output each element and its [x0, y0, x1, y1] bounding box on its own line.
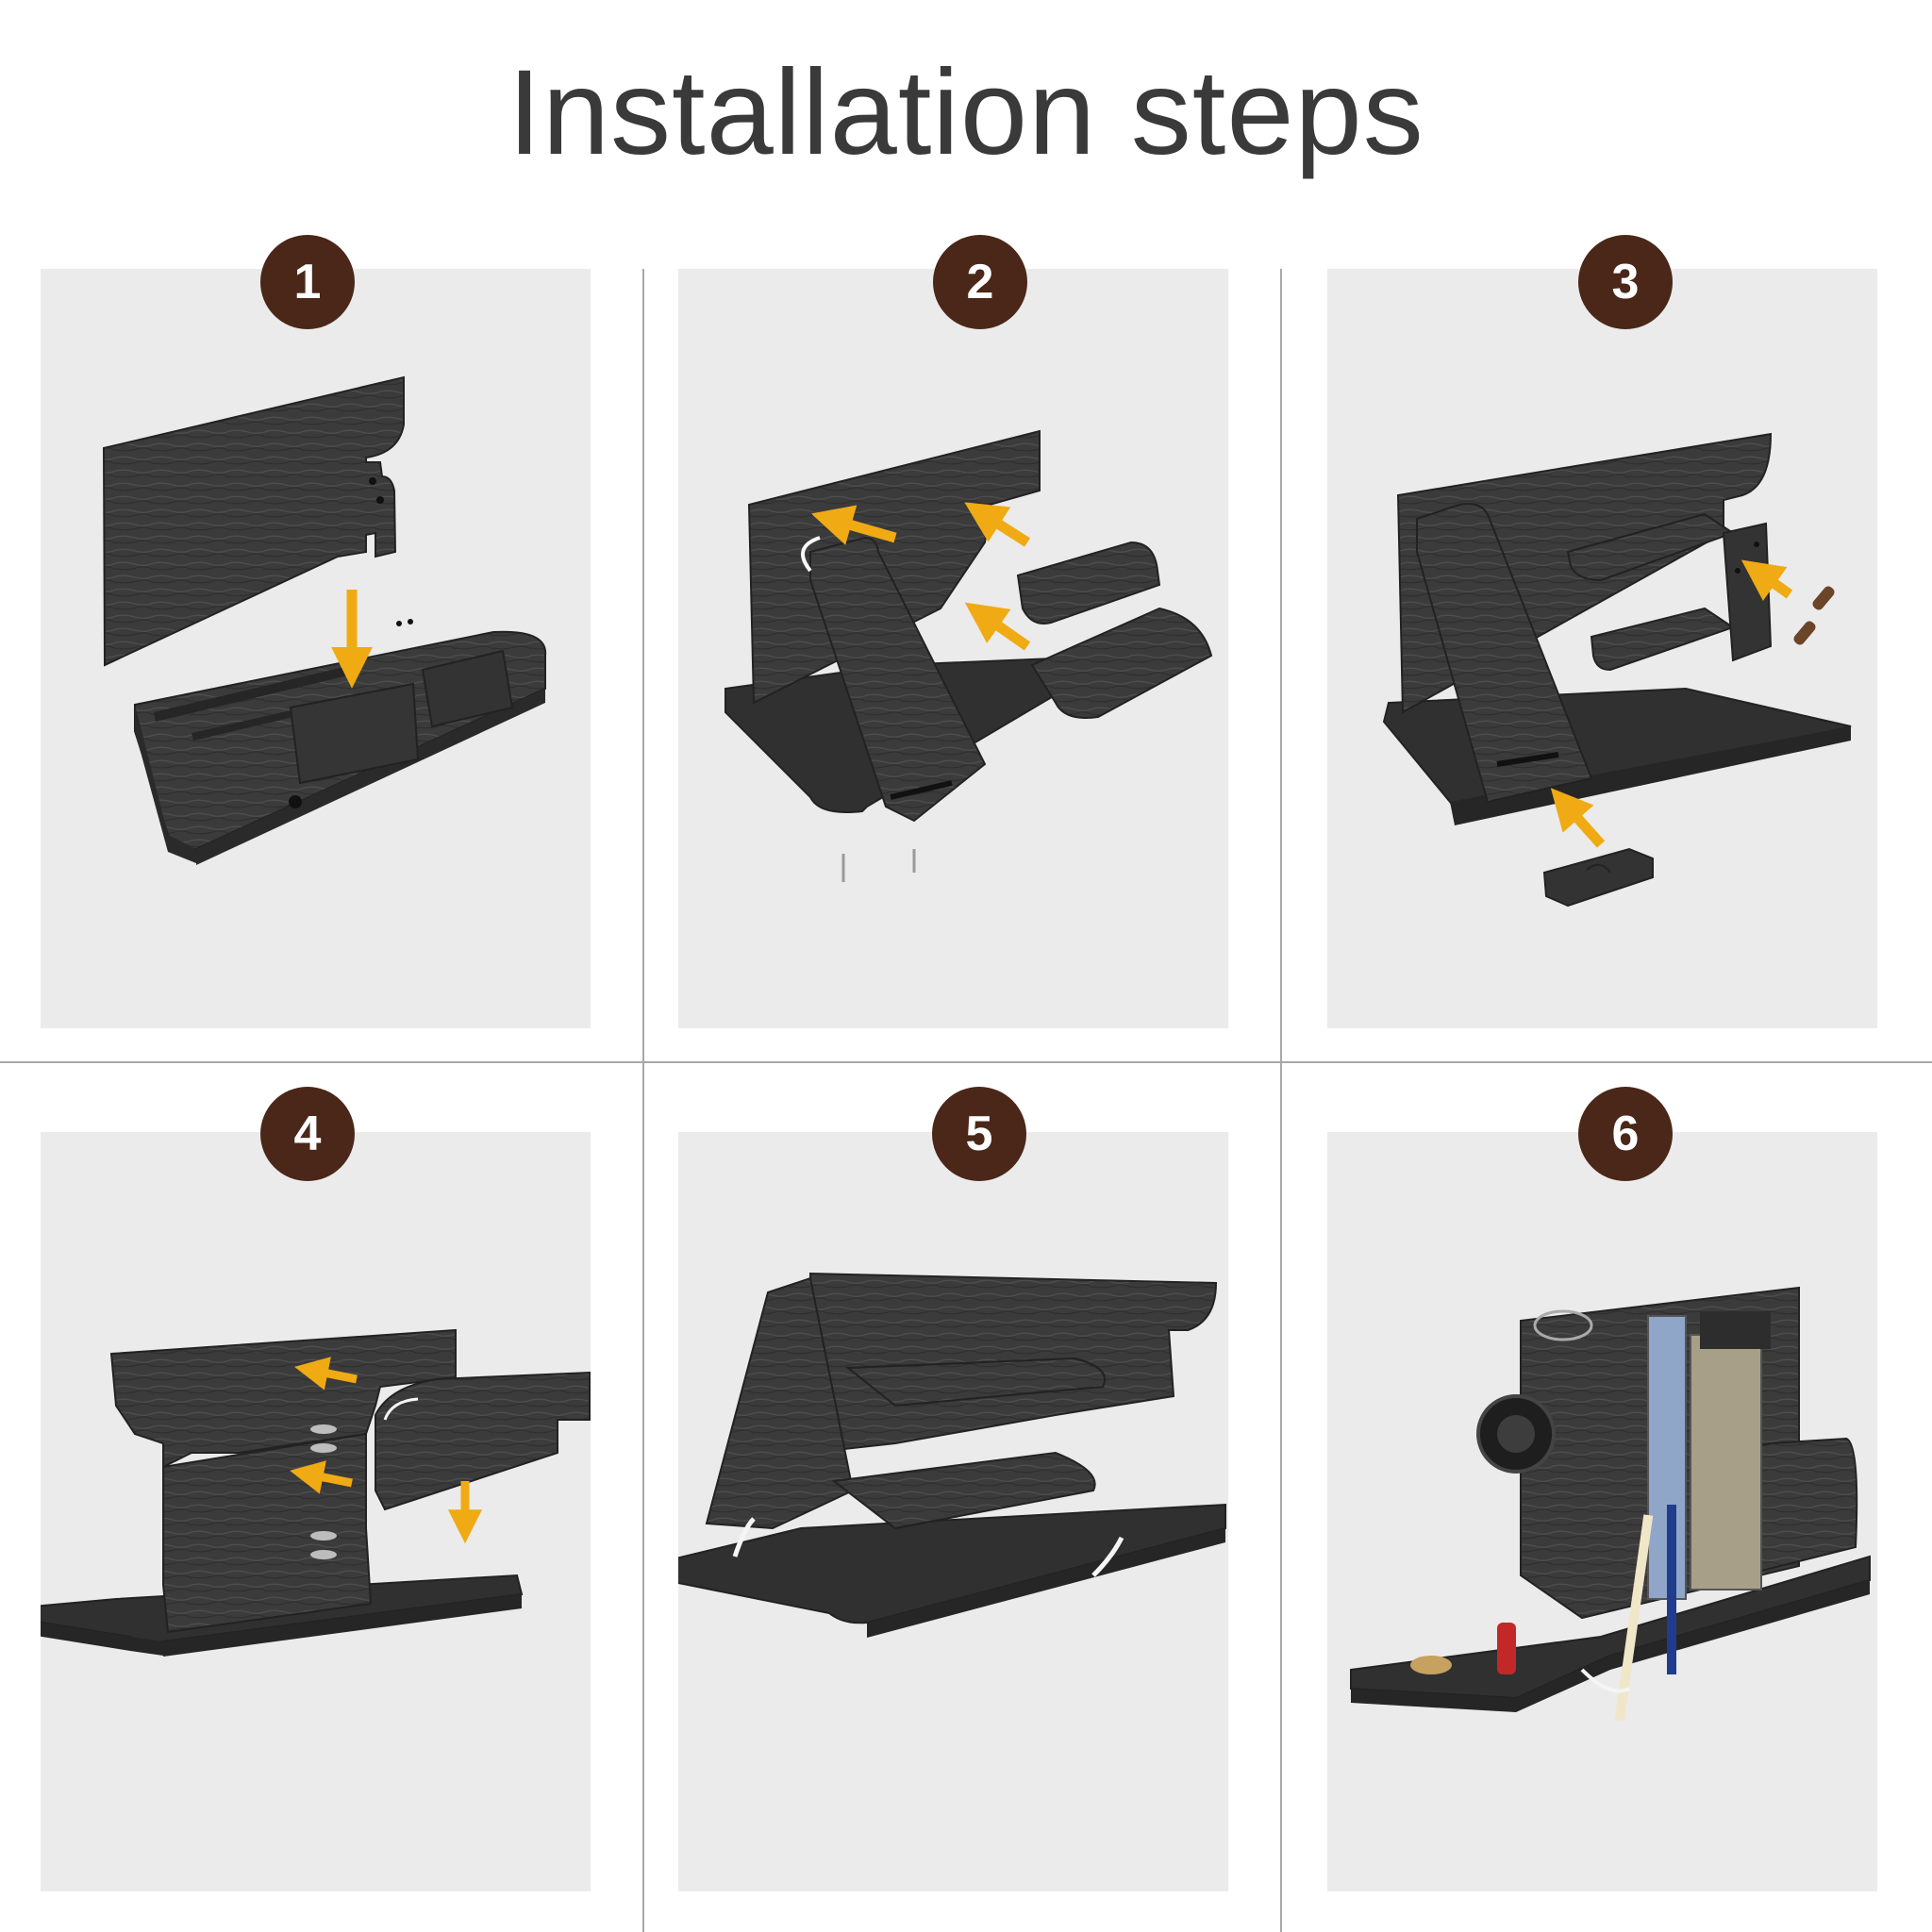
side-panel: [375, 1371, 591, 1511]
step-6-panel: [1327, 1132, 1877, 1891]
phone-stand: [705, 1276, 855, 1530]
step-4-badge: 4: [260, 1087, 355, 1181]
book-beige: [1690, 1334, 1762, 1591]
base-tray: [678, 1503, 1226, 1624]
knife-red: [1497, 1623, 1516, 1674]
phone-stand: [809, 536, 987, 823]
upper-shelf: [1016, 541, 1161, 625]
coins: [1410, 1656, 1452, 1674]
lower-shelf: [1590, 607, 1736, 672]
phone-stand: [1416, 503, 1593, 804]
column-divider-left: [642, 269, 644, 1932]
step-2-panel: [678, 269, 1228, 1028]
side-post: [1722, 522, 1773, 662]
arrow-top: [294, 1357, 358, 1391]
step-1-illustration: [102, 375, 547, 865]
step-1-badge: 1: [260, 235, 355, 329]
step-1-panel: [41, 269, 591, 1028]
backboard: [102, 375, 405, 667]
pen-blue: [1667, 1505, 1676, 1674]
glasses: [1533, 1309, 1593, 1341]
step-5-illustration: [678, 1272, 1226, 1638]
step-3-badge: 3: [1578, 235, 1673, 329]
notebook-dark: [1700, 1311, 1771, 1349]
step-2-illustration: [724, 429, 1213, 882]
cable-holder: [1542, 847, 1654, 908]
step-6-badge: 6: [1578, 1087, 1673, 1181]
step-6-illustration: [1350, 1286, 1871, 1722]
lower-shelf: [1030, 607, 1213, 719]
upper-shelf: [1566, 512, 1736, 582]
backboard: [109, 1328, 457, 1469]
wood-peg-2: [1793, 621, 1816, 645]
arrow-top-right: [964, 502, 1030, 547]
lower-shelf: [831, 1451, 1096, 1530]
step-5-badge: 5: [932, 1087, 1026, 1181]
step-2-badge: 2: [933, 235, 1027, 329]
arrow-top-left: [810, 505, 897, 545]
step-4-illustration: [41, 1328, 591, 1657]
upper-shelf: [845, 1357, 1106, 1407]
column-divider-right: [1280, 269, 1282, 1932]
step-3-illustration: [1382, 432, 1852, 908]
arrow-right: [1740, 559, 1793, 601]
row-divider: [0, 1061, 1932, 1063]
pen-white: [1614, 1514, 1654, 1722]
wood-peg-1: [1812, 586, 1835, 610]
step-4-panel: [41, 1132, 591, 1891]
arrow-middle: [964, 602, 1031, 651]
step-3-panel: [1327, 269, 1877, 1028]
step-5-panel: [678, 1132, 1228, 1891]
arrow-middle: [290, 1460, 353, 1494]
page-title: Installation steps: [508, 45, 1424, 180]
arrow-bottom: [1550, 788, 1606, 848]
